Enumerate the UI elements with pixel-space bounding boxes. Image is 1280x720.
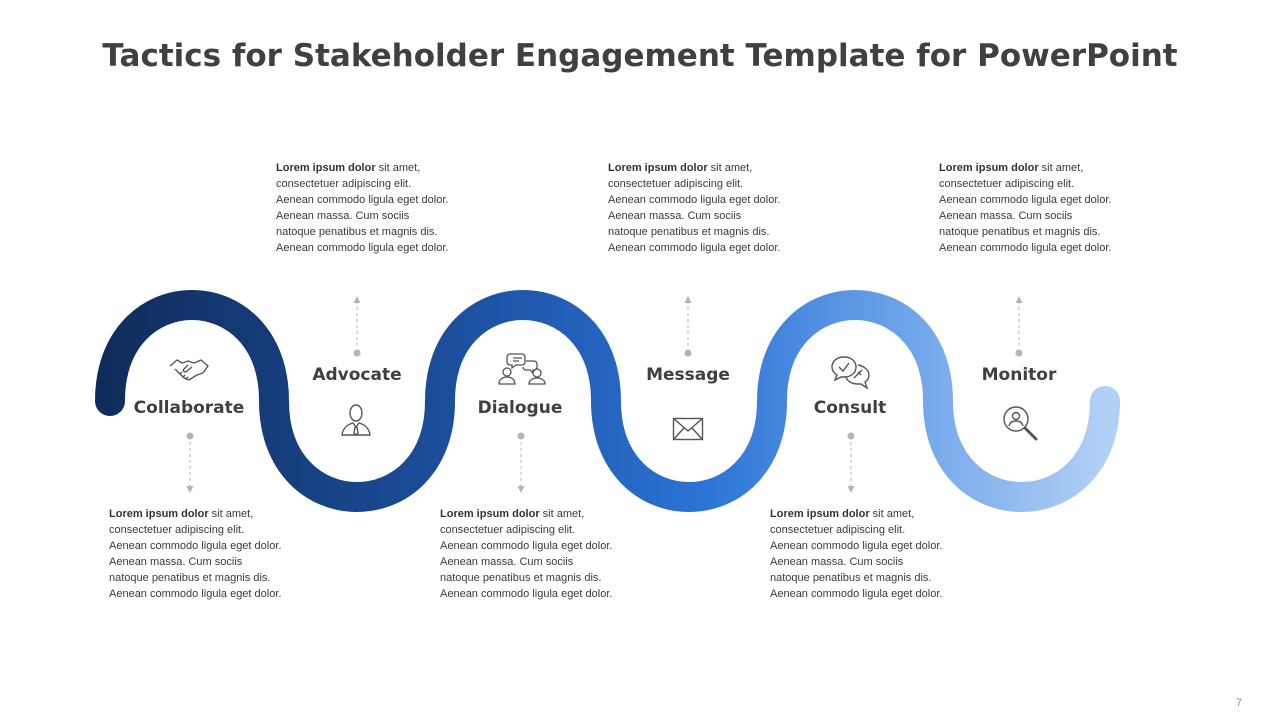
connector-message (684, 296, 692, 357)
page-number: 7 (1235, 697, 1242, 709)
description-bold: Lorem ipsum dolor (770, 508, 870, 520)
stage-label-message: Message (646, 365, 730, 385)
description-text: sit amet, consectetuer adipiscing elit. … (440, 508, 613, 600)
description-monitor: Lorem ipsum dolor sit amet, consectetuer… (939, 160, 1114, 256)
stage-label-consult: Consult (813, 398, 887, 418)
description-text: sit amet, consectetuer adipiscing elit. … (770, 508, 943, 600)
envelope-icon (672, 417, 704, 441)
people-chat-icon (498, 353, 546, 385)
stage-label-collaborate: Collaborate (133, 398, 245, 418)
description-bold: Lorem ipsum dolor (608, 162, 708, 174)
description-text: sit amet, consectetuer adipiscing elit. … (608, 162, 781, 254)
connector-consult (847, 432, 855, 493)
description-text: sit amet, consectetuer adipiscing elit. … (939, 162, 1112, 254)
connector-monitor (1015, 296, 1023, 357)
chat-bubbles-check-icon (831, 356, 870, 390)
page-title: Tactics for Stakeholder Engagement Templ… (102, 38, 1178, 74)
description-collaborate: Lorem ipsum dolor sit amet, consectetuer… (109, 506, 284, 602)
connector-advocate (353, 296, 361, 357)
description-dialogue: Lorem ipsum dolor sit amet, consectetuer… (440, 506, 615, 602)
stage-label-advocate: Advocate (312, 365, 402, 385)
description-bold: Lorem ipsum dolor (939, 162, 1039, 174)
description-bold: Lorem ipsum dolor (109, 508, 209, 520)
description-bold: Lorem ipsum dolor (276, 162, 376, 174)
description-text: sit amet, consectetuer adipiscing elit. … (276, 162, 449, 254)
connector-dialogue (517, 432, 525, 493)
person-icon (341, 404, 371, 436)
stage-label-monitor: Monitor (981, 365, 1057, 385)
connector-collaborate (186, 432, 194, 493)
description-advocate: Lorem ipsum dolor sit amet, consectetuer… (276, 160, 451, 256)
description-text: sit amet, consectetuer adipiscing elit. … (109, 508, 282, 600)
magnifier-person-icon (1003, 406, 1038, 441)
description-consult: Lorem ipsum dolor sit amet, consectetuer… (770, 506, 945, 602)
description-message: Lorem ipsum dolor sit amet, consectetuer… (608, 160, 783, 256)
description-bold: Lorem ipsum dolor (440, 508, 540, 520)
handshake-icon (169, 359, 209, 381)
stage-label-dialogue: Dialogue (477, 398, 563, 418)
